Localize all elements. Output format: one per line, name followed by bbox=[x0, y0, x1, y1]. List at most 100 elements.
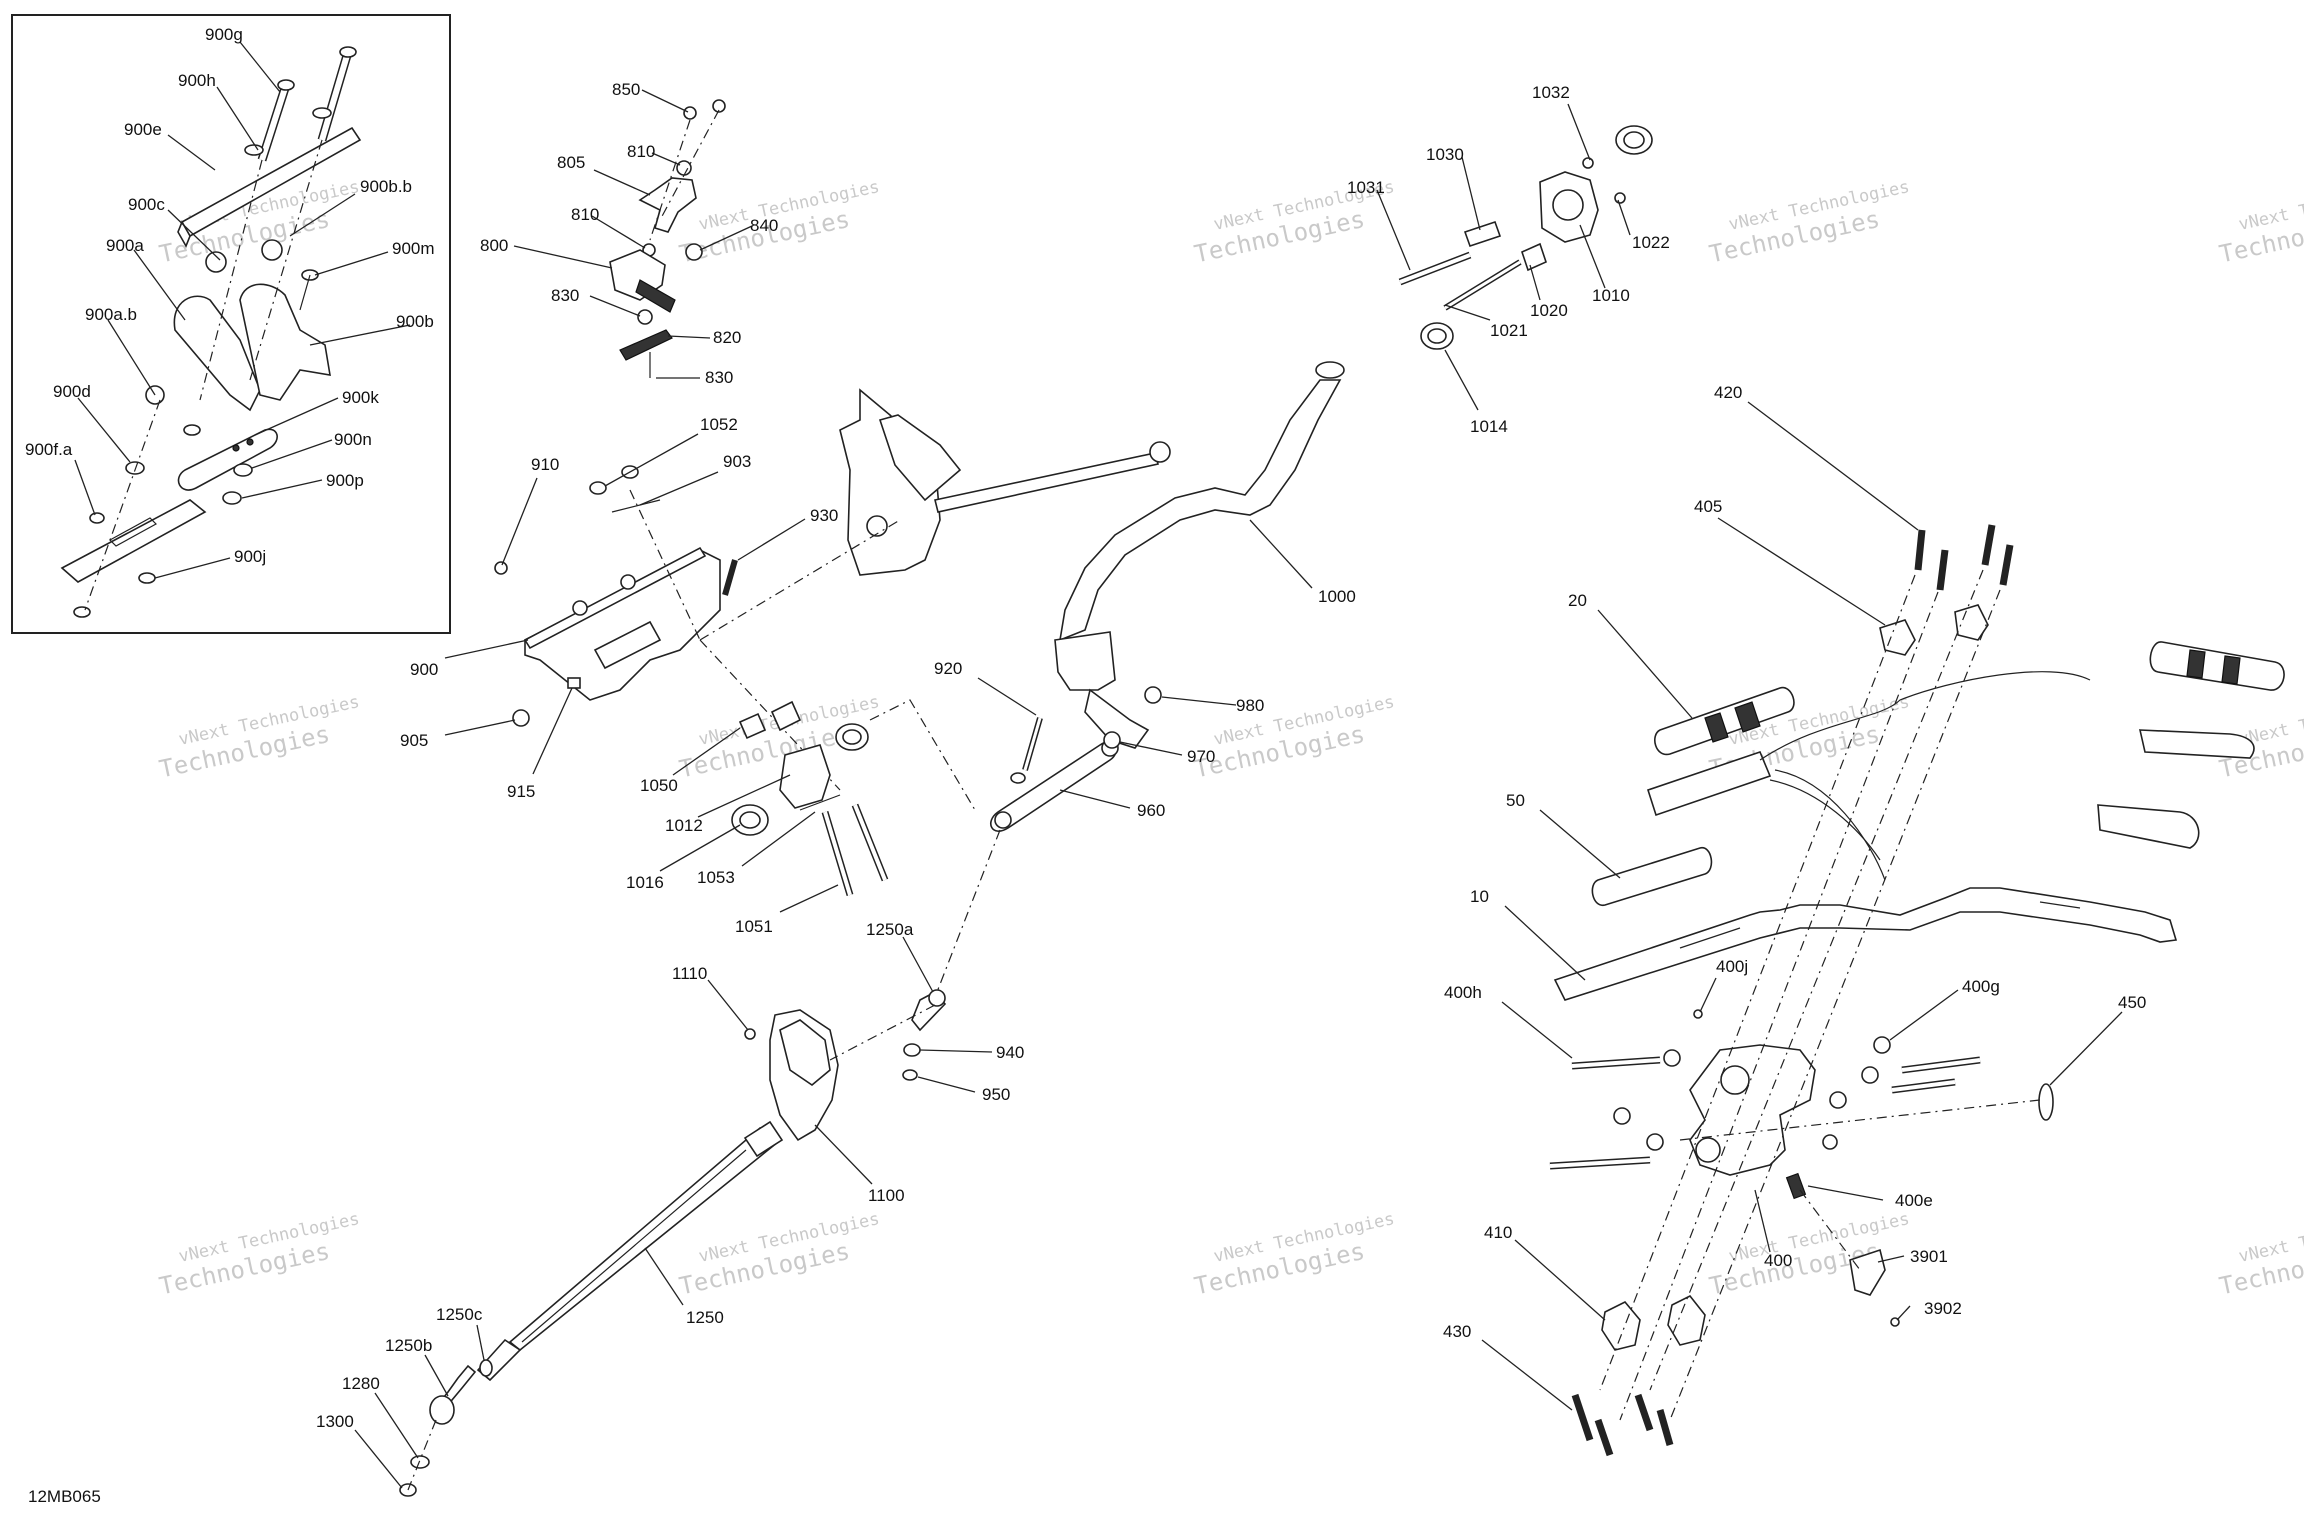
label-905: 905 bbox=[400, 731, 428, 750]
nut-400g bbox=[1873, 1036, 1891, 1054]
label-1010: 1010 bbox=[1592, 286, 1630, 305]
watermark-layer: vNext Technologies Technologies vNext Te… bbox=[157, 177, 2304, 1300]
clamp-1010-bore bbox=[1552, 189, 1584, 221]
clip-1250c bbox=[479, 1359, 493, 1377]
console-900 bbox=[524, 549, 721, 701]
lower-housing-1100-group bbox=[399, 989, 947, 1497]
nut-980 bbox=[1144, 686, 1162, 704]
nut-810 bbox=[676, 160, 692, 176]
console-900-group bbox=[494, 465, 901, 791]
label-980: 980 bbox=[1236, 696, 1264, 715]
label-900g: 900g bbox=[205, 25, 243, 44]
label-1031: 1031 bbox=[1347, 178, 1385, 197]
heated-grip bbox=[1646, 751, 1772, 817]
nut-900p bbox=[222, 491, 242, 505]
bolt-900f-a bbox=[89, 512, 105, 524]
label-405: 405 bbox=[1694, 497, 1722, 516]
nut-400g-c bbox=[1829, 1091, 1847, 1109]
grip-20-right bbox=[2149, 641, 2285, 691]
label-1250c: 1250c bbox=[436, 1305, 483, 1324]
label-400j: 400j bbox=[1716, 957, 1748, 976]
assembly-axis bbox=[829, 1004, 936, 1061]
label-810: 810 bbox=[627, 142, 655, 161]
bolt-900m bbox=[299, 274, 311, 311]
clamp-405-b bbox=[1954, 604, 1989, 641]
label-1280: 1280 bbox=[342, 1374, 380, 1393]
washer-450 bbox=[2038, 1083, 2054, 1121]
nut-850 bbox=[683, 106, 697, 120]
link-960-group bbox=[929, 686, 1162, 1011]
washer-1280 bbox=[410, 1455, 430, 1469]
label-1050: 1050 bbox=[640, 776, 678, 795]
label-900f-a: 900f.a bbox=[25, 440, 73, 459]
bolt-420-c bbox=[1981, 524, 1996, 566]
housing-930-top bbox=[878, 414, 962, 502]
grip-20-band bbox=[2186, 649, 2206, 679]
label-960: 960 bbox=[1137, 801, 1165, 820]
bushing-900c bbox=[205, 251, 227, 273]
nut-400h-b bbox=[1613, 1107, 1631, 1125]
plate-900j-slot bbox=[109, 517, 157, 547]
label-915: 915 bbox=[507, 782, 535, 801]
handlebar-10-mark bbox=[1679, 927, 1741, 949]
label-800: 800 bbox=[480, 236, 508, 255]
block-1012 bbox=[779, 744, 831, 809]
label-950: 950 bbox=[982, 1085, 1010, 1104]
label-400e: 400e bbox=[1895, 1191, 1933, 1210]
clamp-1010-group bbox=[1398, 125, 1653, 350]
label-1012: 1012 bbox=[665, 816, 703, 835]
console-900-hole bbox=[620, 574, 636, 590]
label-900c: 900c bbox=[128, 195, 165, 214]
label-900: 900 bbox=[410, 660, 438, 679]
rod-end-930 bbox=[1149, 441, 1171, 463]
watermark: vNext Technologies Technologies bbox=[2217, 177, 2304, 268]
label-970: 970 bbox=[1187, 747, 1215, 766]
label-900k: 900k bbox=[342, 388, 379, 407]
bolt-420-b bbox=[1936, 549, 1949, 591]
label-1014: 1014 bbox=[1470, 417, 1508, 436]
assembly-axis bbox=[1599, 574, 1916, 1391]
nut-400h-c bbox=[1646, 1133, 1664, 1151]
screw-1022 bbox=[1614, 192, 1626, 204]
screw-910 bbox=[494, 561, 508, 575]
bolt-930 bbox=[722, 559, 738, 596]
label-830: 830 bbox=[551, 286, 579, 305]
clamp-410 bbox=[1601, 1301, 1641, 1351]
label-420: 420 bbox=[1714, 383, 1742, 402]
label-1016: 1016 bbox=[626, 873, 664, 892]
label-400g: 400g bbox=[1962, 977, 2000, 996]
diagram-code: 12MB065 bbox=[28, 1487, 101, 1506]
assembly-axis bbox=[629, 489, 701, 641]
washer-1053 bbox=[799, 794, 841, 811]
bolt-900h bbox=[257, 79, 295, 162]
screw-1110 bbox=[744, 1028, 756, 1040]
label-430: 430 bbox=[1443, 1322, 1471, 1341]
assembly-axis bbox=[1649, 569, 1984, 1391]
clip-915 bbox=[567, 677, 581, 689]
screw-830 bbox=[637, 309, 653, 325]
bolt-430-d bbox=[1594, 1418, 1614, 1457]
label-1000: 1000 bbox=[1318, 587, 1356, 606]
column-1000-arm bbox=[1084, 688, 1150, 749]
assembly-axis bbox=[1799, 1189, 1861, 1271]
link-820 bbox=[619, 329, 673, 361]
label-1250a: 1250a bbox=[866, 920, 914, 939]
label-1022: 1022 bbox=[1632, 233, 1670, 252]
label-1250b: 1250b bbox=[385, 1336, 432, 1355]
washer-900e bbox=[244, 144, 264, 156]
label-920: 920 bbox=[934, 659, 962, 678]
column-1000-base bbox=[1054, 631, 1116, 691]
inset-900-assembly bbox=[60, 46, 362, 618]
shaft-1250-collar bbox=[743, 1120, 784, 1158]
bushing-1020 bbox=[1521, 242, 1547, 272]
label-930: 930 bbox=[810, 506, 838, 525]
bearing-1050-group bbox=[731, 699, 976, 897]
label-1032: 1032 bbox=[1532, 83, 1570, 102]
label-900a-b: 900a.b bbox=[85, 305, 137, 324]
label-10: 10 bbox=[1470, 887, 1489, 906]
label-410: 410 bbox=[1484, 1223, 1512, 1242]
grip-20-band bbox=[2221, 655, 2241, 685]
assembly-axis bbox=[929, 829, 1001, 1011]
label-900n: 900n bbox=[334, 430, 372, 449]
